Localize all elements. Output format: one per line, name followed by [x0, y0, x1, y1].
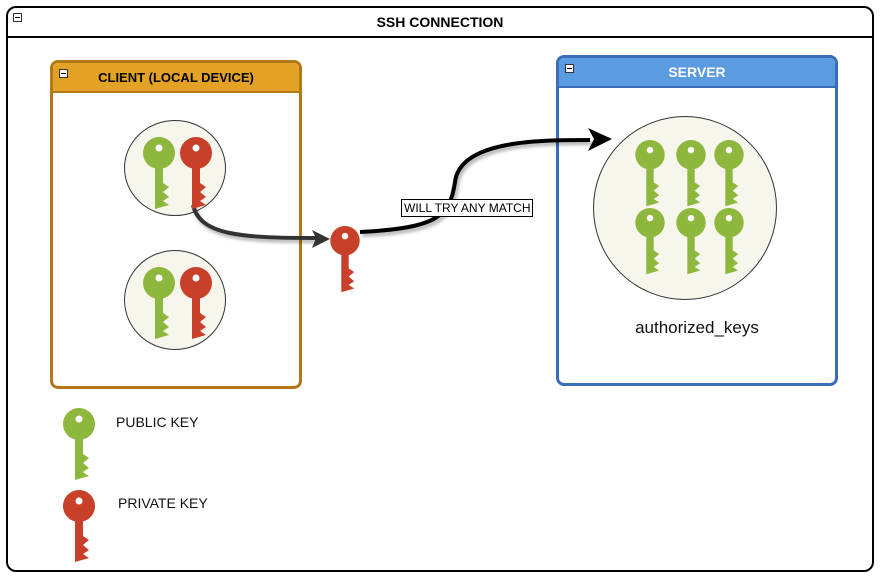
arrowhead-icon [312, 230, 330, 248]
container-header: SSH CONNECTION [8, 8, 872, 38]
client-to-key-arrow [191, 204, 317, 240]
public-key-icon [143, 137, 175, 209]
public-key-icon [635, 140, 665, 207]
public-key-icon [143, 267, 175, 339]
legend-public-label: PUBLIC KEY [116, 414, 199, 430]
key-to-server-arrow [359, 138, 591, 234]
arrowhead-icon [588, 128, 612, 151]
server-header: SERVER [559, 58, 835, 88]
legend-private-label: PRIVATE KEY [118, 495, 208, 511]
private-key-icon [180, 267, 212, 339]
public-key-icon [63, 408, 95, 480]
container-title: SSH CONNECTION [376, 14, 504, 30]
client-keypair-circle [124, 250, 226, 350]
public-key-icon [714, 140, 744, 207]
private-key-icon [330, 226, 360, 293]
client-keypair-circle [124, 120, 226, 216]
client-header: CLIENT (LOCAL DEVICE) [53, 63, 299, 93]
public-key-icon [676, 140, 706, 207]
authorized-keys-label: authorized_keys [635, 318, 759, 337]
public-key-icon [714, 208, 744, 275]
server-title: SERVER [668, 64, 726, 80]
collapse-icon[interactable] [565, 64, 574, 73]
client-title: CLIENT (LOCAL DEVICE) [98, 69, 254, 85]
edge-label: WILL TRY ANY MATCH [401, 199, 534, 217]
public-key-icon [676, 208, 706, 275]
collapse-icon[interactable] [59, 69, 68, 78]
public-key-icon [635, 208, 665, 275]
private-key-icon [180, 137, 212, 209]
private-key-icon [63, 490, 95, 562]
collapse-icon[interactable] [13, 13, 22, 22]
